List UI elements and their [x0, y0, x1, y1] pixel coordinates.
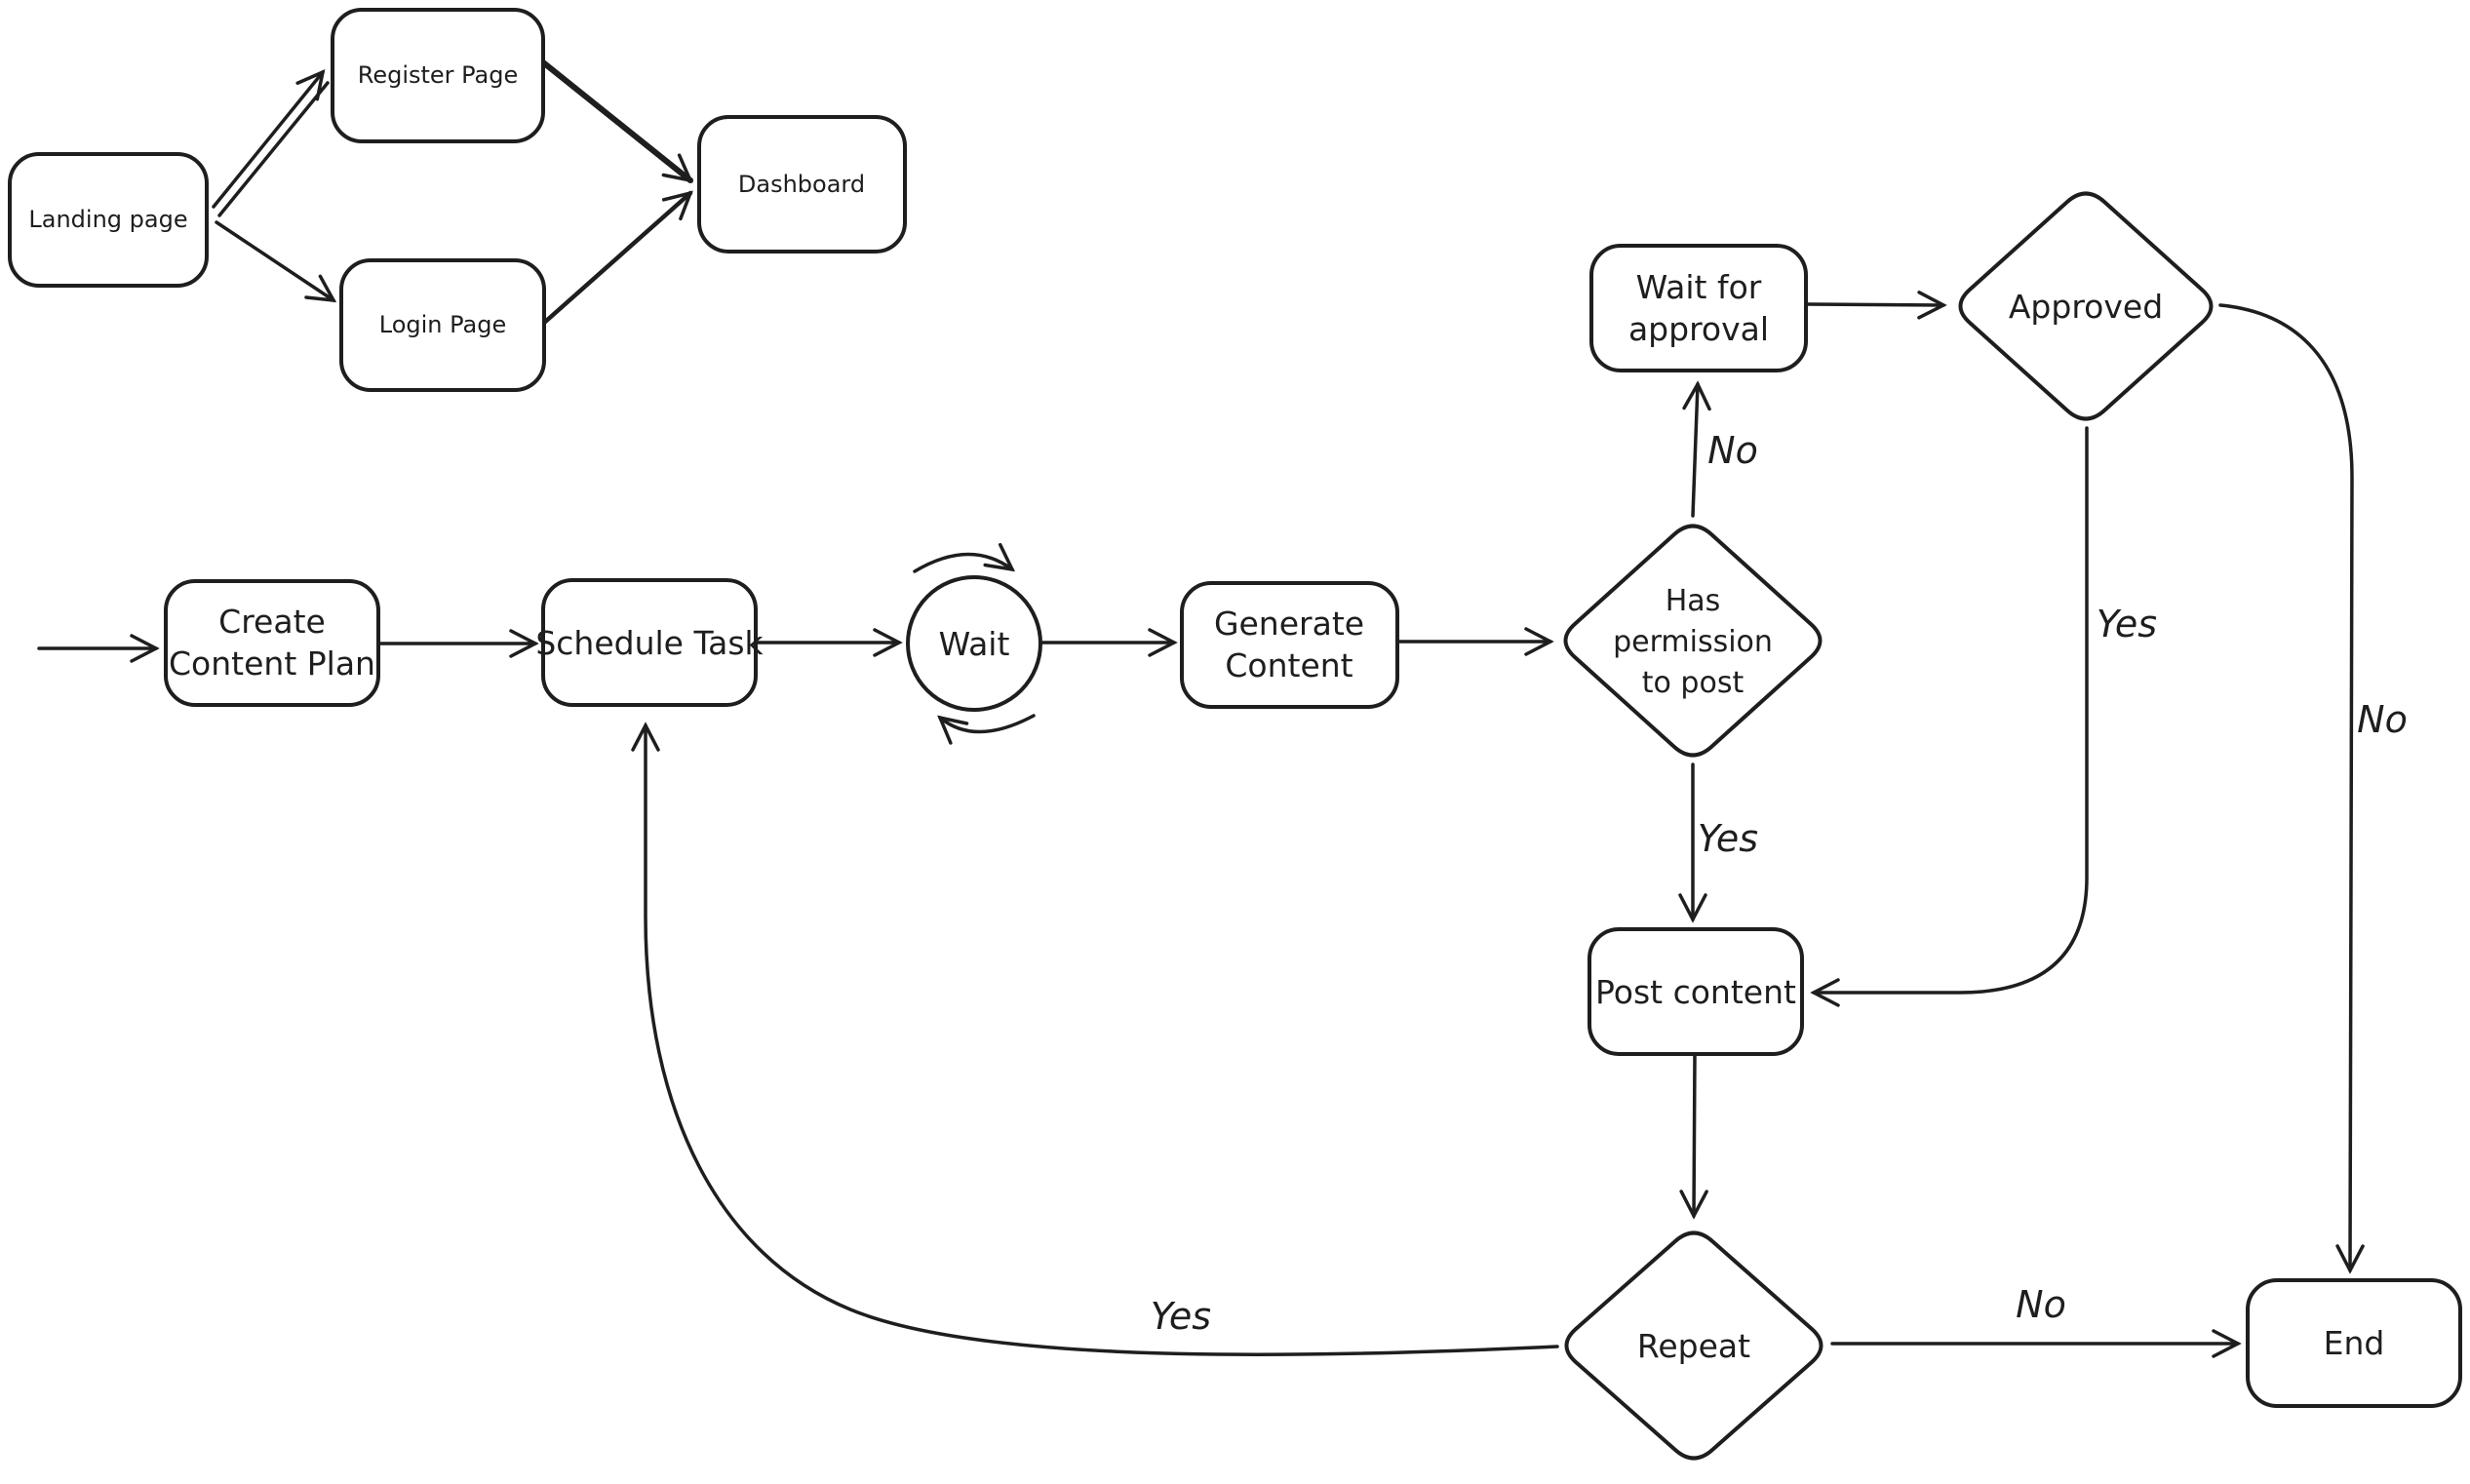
label-generate-line2: Content — [1225, 646, 1353, 684]
label-has-permission-line3: to post — [1642, 666, 1745, 700]
label-has-permission-line1: Has — [1666, 584, 1721, 618]
node-post-content — [1588, 927, 1804, 1056]
edge-wait-loop-top — [913, 542, 1016, 573]
label-wait: Wait — [939, 625, 1010, 663]
edge-label-repeat-no: No — [2016, 1283, 2066, 1326]
edge-has-permission-no-to-wait-approval — [1682, 380, 1711, 518]
label-repeat: Repeat — [1637, 1327, 1750, 1365]
label-generate-line1: Generate — [1214, 605, 1364, 643]
edge-register-to-dashboard — [540, 59, 693, 183]
label-end: End — [2324, 1324, 2385, 1362]
edges-auth-flow — [212, 59, 693, 326]
nodes-auth-flow — [8, 8, 907, 392]
edge-label-has-permission-no: No — [1707, 429, 1758, 472]
node-login-page — [339, 258, 546, 392]
edge-landing-to-register-double-stroke — [217, 81, 330, 217]
edge-approved-yes-to-post-content — [1810, 426, 2089, 1007]
edge-label-approved-yes: Yes — [2097, 603, 2157, 645]
label-dashboard: Dashboard — [738, 171, 865, 198]
label-wait-approval-line2: approval — [1628, 310, 1769, 348]
label-create-plan-line2: Content Plan — [169, 644, 375, 683]
node-dashboard — [697, 115, 907, 254]
node-approved-diamond — [1958, 191, 2214, 421]
label-login-page: Login Page — [379, 311, 506, 338]
node-wait-circle — [906, 575, 1042, 712]
edge-landing-to-login — [215, 220, 337, 303]
label-wait-approval-line1: Wait for — [1636, 268, 1762, 306]
node-has-permission-diamond — [1563, 524, 1823, 758]
edge-approved-no-to-end — [2218, 303, 2365, 1274]
node-schedule-task — [541, 578, 758, 707]
edge-login-to-dashboard — [541, 190, 693, 326]
label-landing-page: Landing page — [28, 206, 187, 233]
node-register-page — [331, 8, 545, 143]
node-repeat-diamond — [1564, 1230, 1823, 1461]
label-has-permission-line2: permission — [1613, 625, 1773, 659]
edges-content-flow — [37, 291, 2365, 1358]
edge-repeat-yes-to-schedule — [631, 722, 1559, 1357]
nodes-content-flow — [164, 191, 2462, 1461]
edge-post-content-to-repeat — [1679, 1053, 1708, 1220]
edge-label-approved-no: No — [2357, 698, 2408, 741]
node-generate-content — [1180, 581, 1399, 709]
label-create-plan-line1: Create — [218, 603, 326, 641]
label-post-content: Post content — [1595, 973, 1796, 1011]
label-approved: Approved — [2009, 288, 2163, 326]
edge-landing-to-register — [212, 69, 326, 209]
edge-label-repeat-yes: Yes — [1151, 1295, 1211, 1338]
edge-wait-approval-to-approved — [1806, 291, 1947, 320]
edge-label-has-permission-yes: Yes — [1698, 817, 1758, 860]
edge-labels: No Yes Yes No Yes No — [1151, 429, 2408, 1338]
edge-wait-loop-bottom — [937, 714, 1036, 745]
node-landing-page — [8, 152, 209, 288]
node-wait-for-approval — [1589, 244, 1808, 372]
label-schedule-task: Schedule Task — [535, 624, 764, 662]
node-end — [2246, 1278, 2462, 1408]
label-register-page: Register Page — [358, 61, 519, 89]
node-labels: Landing page Register Page Login Page Da… — [28, 61, 2384, 1365]
node-create-content-plan — [164, 579, 380, 707]
